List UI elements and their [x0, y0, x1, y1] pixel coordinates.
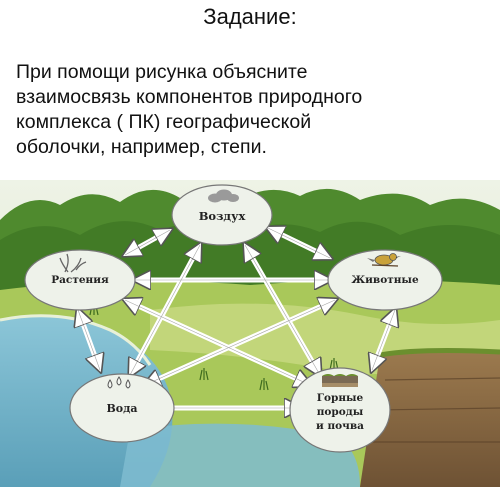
cloud-icon	[208, 189, 239, 203]
node-rocks-soil: Горные породы и почва	[289, 367, 391, 453]
task-line-1: При помощи рисунка объясните	[16, 61, 308, 83]
natural-complex-diagram: Воздух Растения Животные	[0, 180, 500, 487]
node-water: Вода	[69, 373, 175, 443]
task-line-3: комплекса ( ПК) географической	[16, 111, 312, 133]
page-title: Задание:	[203, 4, 297, 29]
soil-profile	[360, 350, 500, 487]
node-air: Воздух	[171, 184, 273, 246]
grass-plant-icon	[59, 253, 87, 273]
node-plants: Растения	[24, 249, 136, 311]
node-animals: Животные	[327, 249, 443, 311]
diagram-canvas: Воздух Растения Животные	[0, 180, 500, 487]
stream	[120, 423, 360, 487]
rock-layers-icon	[322, 374, 358, 387]
soil-layers	[372, 377, 500, 443]
bird-icon	[367, 253, 401, 267]
task-text: При помощи рисунка объясните взаимосвязь…	[16, 60, 486, 160]
task-line-4: оболочки, например, степи.	[16, 136, 267, 158]
node-rocks-label-1: Горные	[317, 392, 364, 404]
task-line-2: взаимосвязь компонентов природного	[16, 86, 363, 108]
node-water-label: Вода	[106, 402, 137, 415]
node-rocks-label-2: породы	[317, 406, 364, 418]
node-air-label: Воздух	[199, 209, 246, 223]
node-animals-label: Животные	[351, 274, 419, 286]
water-drops-icon	[107, 376, 131, 389]
node-rocks-label-3: и почва	[316, 420, 364, 432]
node-plants-label: Растения	[51, 274, 109, 286]
